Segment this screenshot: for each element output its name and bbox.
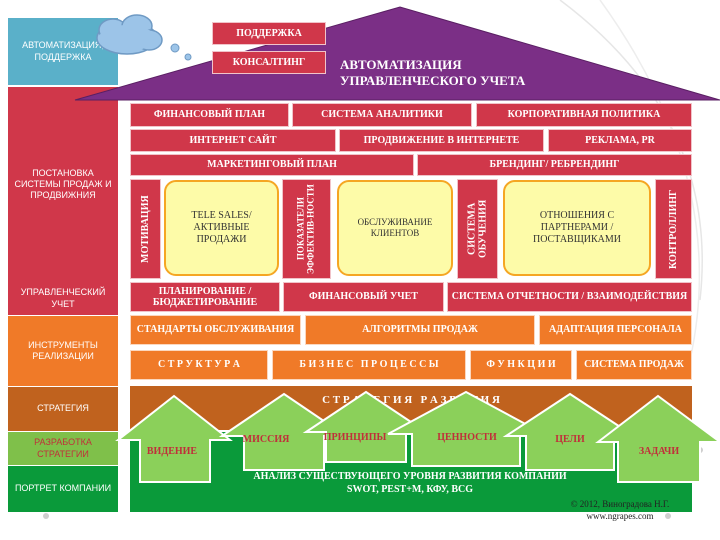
reporting-system-box: СИСТЕМА ОТЧЕТНОСТИ / ВЗАИМОДЕЙСТВИЯ	[447, 282, 692, 312]
marketing-plan-box: МАРКЕТИНГОВЫЙ ПЛАН	[130, 154, 414, 176]
branding-box: БРЕНДИНГ/ РЕБРЕНДИНГ	[417, 154, 692, 176]
functions-box: Ф У Н К Ц И И	[470, 350, 572, 380]
consulting-box: КОНСАЛТИНГ	[212, 51, 326, 74]
sidebar-sales-system: ПОСТАНОВКА СИСТЕМЫ ПРОДАЖ И ПРОДВИЖНИЯ	[8, 87, 118, 282]
business-processes-box: Б И З Н Е С П Р О Ц Е С С Ы	[272, 350, 466, 380]
customer-service-room: ОБСЛУЖИВАНИЕ КЛИЕНТОВ	[337, 180, 453, 276]
arrow-values: ЦЕННОСТИ	[437, 432, 497, 443]
sidebar-strategy: СТРАТЕГИЯ	[8, 387, 118, 431]
telesales-room: TELE SALES/ АКТИВНЫЕ ПРОДАЖИ	[164, 180, 279, 276]
roof-title-line1: АВТОМАТИЗАЦИЯ	[340, 57, 462, 72]
cloud-icon	[96, 14, 192, 61]
arrow-vision: ВИДЕНИЕ	[146, 446, 198, 457]
training-pillar: СИСТЕМА ОБУЧЕНИЯ	[457, 179, 498, 279]
sales-algorithms-box: АЛГОРИТМЫ ПРОДАЖ	[305, 315, 535, 345]
arrow-principles-shape	[302, 390, 430, 463]
arrow-goals-shape	[502, 392, 638, 471]
corporate-policy-box: КОРПОРАТИВНАЯ ПОЛИТИКА	[476, 103, 692, 127]
copyright-line1: © 2012, Виноградова Н.Г.	[570, 499, 670, 509]
roof-title: АВТОМАТИЗАЦИЯ УПРАВЛЕНЧЕСКОГО УЧЕТА	[340, 57, 600, 88]
sidebar-company-portrait: ПОРТРЕТ КОМПАНИИ	[8, 466, 118, 512]
strategy-arrows	[115, 390, 720, 483]
arrow-mission-shape	[218, 392, 350, 471]
staff-adaptation-box: АДАПТАЦИЯ ПЕРСОНАЛА	[539, 315, 692, 345]
arrow-tasks: ЗАДАЧИ	[638, 446, 680, 457]
motivation-pillar: МОТИВАЦИЯ	[130, 179, 161, 279]
foundation-line2: SWOT, PEST+M, КФУ, BCG	[346, 484, 474, 495]
arrow-tasks-shape	[595, 394, 720, 483]
foundation-text: АНАЛИЗ СУЩЕСТВУЮЩЕГО УРОВНЯ РАЗВИТИЯ КОМ…	[180, 470, 640, 496]
support-box: ПОДДЕРЖКА	[212, 22, 326, 45]
advertising-pr-box: РЕКЛАМА, PR	[548, 129, 692, 152]
internet-promotion-box: ПРОДВИЖЕНИЕ В ИНТЕРНЕТЕ	[339, 129, 544, 152]
sales-system-box: СИСТЕМА ПРОДАЖ	[576, 350, 692, 380]
roof-title-line2: УПРАВЛЕНЧЕСКОГО УЧЕТА	[340, 72, 526, 88]
controlling-pillar: КОНТРОЛЛИНГ	[655, 179, 692, 279]
arrow-values-shape	[387, 390, 545, 467]
arrow-vision-shape	[115, 394, 233, 483]
structure-box: С Т Р У К Т У Р А	[130, 350, 268, 380]
roof	[74, 6, 720, 101]
arrow-mission: МИССИЯ	[242, 434, 290, 445]
analytics-system-box: СИСТЕМА АНАЛИТИКИ	[292, 103, 472, 127]
sidebar-management-accounting: УПРАВЛЕНЧЕСКИЙ УЧЕТ	[8, 282, 118, 315]
planning-box: ПЛАНИРОВАНИЕ / БЮДЖЕТИРОВАНИЕ	[130, 282, 280, 312]
foundation-line1: АНАЛИЗ СУЩЕСТВУЮЩЕГО УРОВНЯ РАЗВИТИЯ КОМ…	[253, 471, 567, 482]
arrow-goals: ЦЕЛИ	[555, 434, 585, 445]
sidebar-strategy-development: РАЗРАБОТКА СТРАТЕГИИ	[8, 432, 118, 465]
kpi-pillar: ПОКАЗАТЕЛИ ЭФФЕКТИВ-НОСТИ	[282, 179, 331, 279]
arrow-principles: ПРИНЦИПЫ	[323, 432, 387, 443]
service-standards-box: СТАНДАРТЫ ОБСЛУЖИВАНИЯ	[130, 315, 301, 345]
copyright-line2: www.ngrapes.com	[586, 511, 654, 522]
sidebar-tools: ИНСТРУМЕНТЫ РЕАЛИЗАЦИИ	[8, 316, 118, 386]
financial-plan-box: ФИНАНСОВЫЙ ПЛАН	[130, 103, 289, 127]
website-box: ИНТЕРНЕТ САЙТ	[130, 129, 336, 152]
copyright: © 2012, Виноградова Н.Г. www.ngrapes.com	[540, 498, 700, 522]
financial-accounting-box: ФИНАНСОВЫЙ УЧЕТ	[283, 282, 444, 312]
partners-room: ОТНОШЕНИЯ С ПАРТНЕРАМИ / ПОСТАВЩИКАМИ	[503, 180, 651, 276]
